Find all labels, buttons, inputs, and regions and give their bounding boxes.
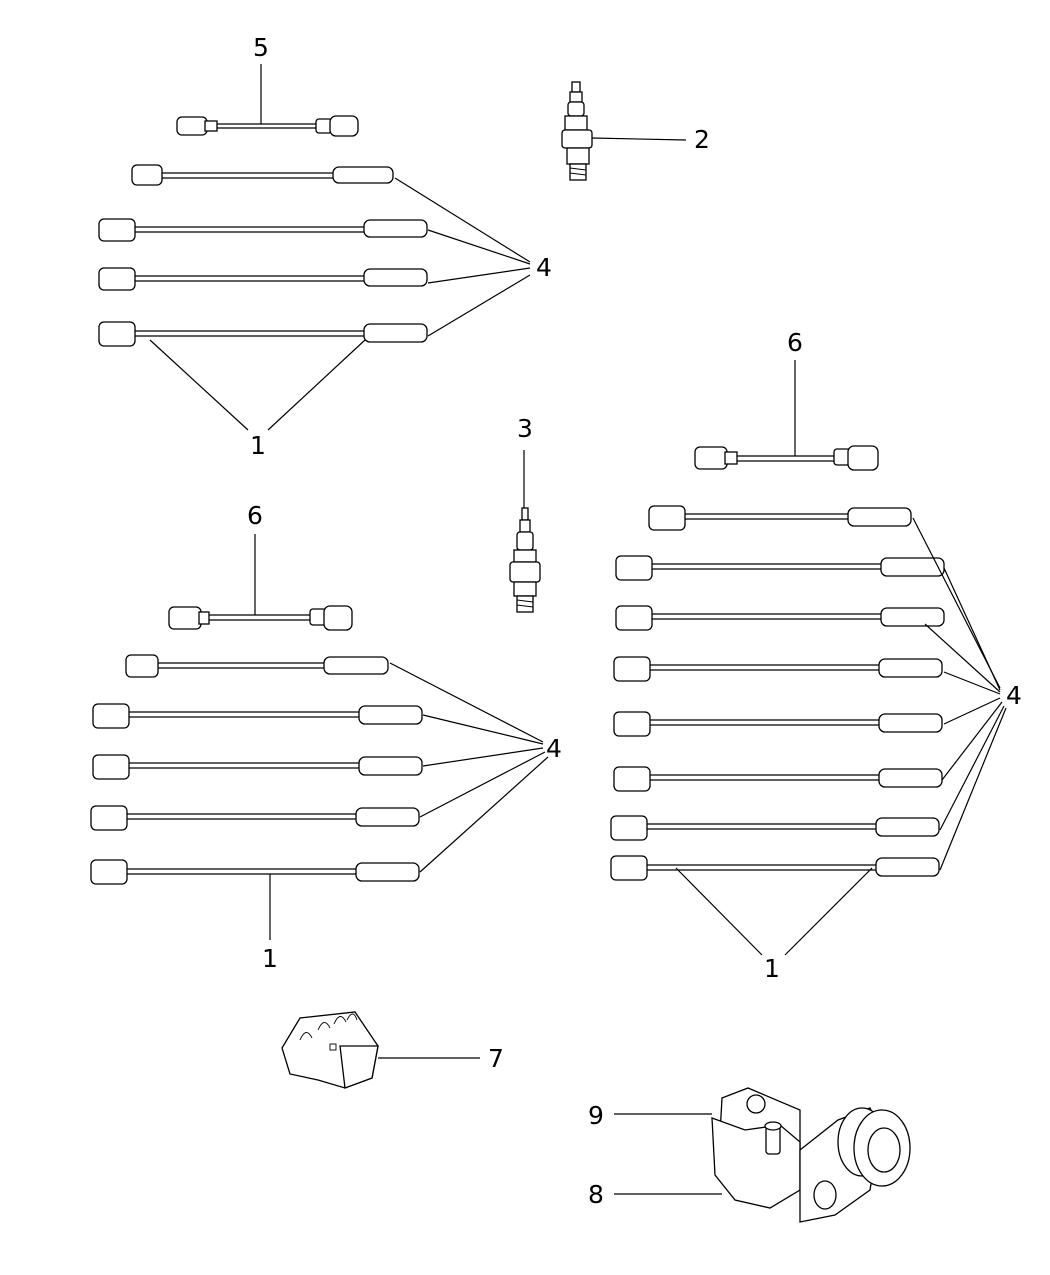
ignition-wire[interactable] bbox=[98, 267, 428, 291]
ignition-wire[interactable] bbox=[90, 859, 420, 885]
ignition-wire[interactable] bbox=[615, 605, 945, 631]
ignition-wire[interactable] bbox=[613, 766, 943, 792]
ignition-wire[interactable] bbox=[648, 505, 912, 531]
callout-3: 3 bbox=[517, 414, 533, 443]
ignition-wire[interactable] bbox=[610, 815, 940, 841]
callout-4: 4 bbox=[536, 253, 552, 282]
callout-6: 6 bbox=[787, 328, 803, 357]
ignition-wire[interactable] bbox=[92, 754, 423, 780]
callout-4: 4 bbox=[1006, 681, 1022, 710]
ignition-wire[interactable] bbox=[131, 164, 394, 186]
coil-wire-6[interactable] bbox=[694, 445, 879, 471]
ignition-wire[interactable] bbox=[125, 654, 389, 678]
spark-plug-2[interactable] bbox=[561, 81, 593, 181]
callout-1: 1 bbox=[764, 954, 780, 983]
ignition-wire[interactable] bbox=[613, 656, 943, 682]
callout-7: 7 bbox=[488, 1044, 504, 1073]
callout-4: 4 bbox=[546, 734, 562, 763]
callout-1: 1 bbox=[250, 431, 266, 460]
callout-5: 5 bbox=[253, 33, 269, 62]
coil-wire-6[interactable] bbox=[168, 605, 353, 631]
callout-8: 8 bbox=[588, 1180, 604, 1209]
ignition-wire[interactable] bbox=[615, 555, 945, 581]
ignition-wire[interactable] bbox=[98, 218, 428, 242]
ignition-coil-assembly[interactable] bbox=[711, 1087, 911, 1223]
callout-2: 2 bbox=[694, 125, 710, 154]
ignition-wire[interactable] bbox=[98, 321, 428, 347]
callout-6: 6 bbox=[247, 501, 263, 530]
callout-1: 1 bbox=[262, 944, 278, 973]
coil-wire-5[interactable] bbox=[176, 115, 359, 137]
ignition-wire[interactable] bbox=[92, 703, 423, 729]
ignition-wire[interactable] bbox=[610, 855, 940, 881]
spark-plug-3[interactable] bbox=[509, 507, 541, 613]
wire-separator-clip[interactable] bbox=[281, 1011, 379, 1089]
ignition-wire[interactable] bbox=[90, 805, 420, 831]
callout-9: 9 bbox=[588, 1101, 604, 1130]
ignition-wire[interactable] bbox=[613, 711, 943, 737]
